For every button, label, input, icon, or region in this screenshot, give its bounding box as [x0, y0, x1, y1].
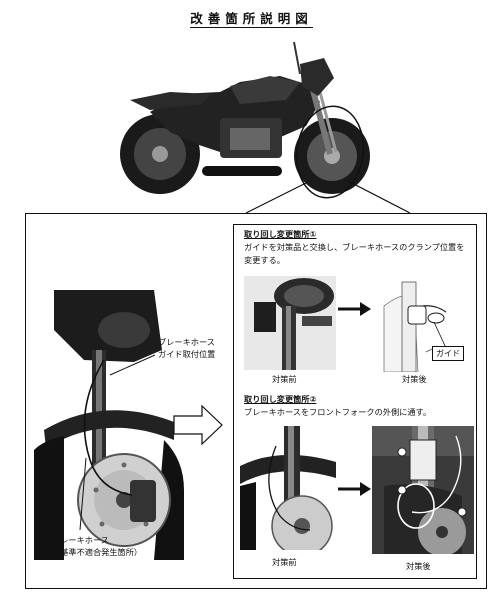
- guide-label: ガイド: [432, 346, 464, 361]
- change2-arrow-icon: [338, 482, 371, 496]
- change1-heading: 取り回し変更箇所①: [244, 229, 317, 239]
- motorcycle-photo: [120, 41, 370, 199]
- hose-label: ブレーキホース （基準不適合発生箇所）: [52, 535, 143, 557]
- change1-after-drawing: [374, 272, 474, 372]
- arrow-right-icon: [173, 404, 223, 446]
- mount-position-label: ブレーキホース ガイド取付位置: [158, 337, 216, 359]
- page-title: 改善箇所説明図: [190, 11, 313, 28]
- change2-after-caption: 対策後: [406, 561, 431, 571]
- countermeasure-frame: [233, 224, 477, 579]
- change1-arrow-icon: [338, 302, 371, 316]
- change2-after-photo: [372, 426, 474, 554]
- change1-body: ガイドを対策品と交換し、ブレーキホースのクランプ位置を変更する。: [244, 242, 465, 265]
- change2-before-photo: [240, 426, 336, 550]
- change2-before-caption: 対策前: [272, 557, 297, 567]
- change2-heading: 取り回し変更箇所②: [244, 394, 317, 404]
- change1-before-photo: [244, 276, 336, 370]
- front-wheel-photo: [34, 290, 184, 560]
- change1-after-caption: 対策後: [402, 374, 427, 384]
- change1-before-caption: 対策前: [272, 374, 297, 384]
- change2-body: ブレーキホースをフロントフォークの外側に通す。: [244, 407, 432, 417]
